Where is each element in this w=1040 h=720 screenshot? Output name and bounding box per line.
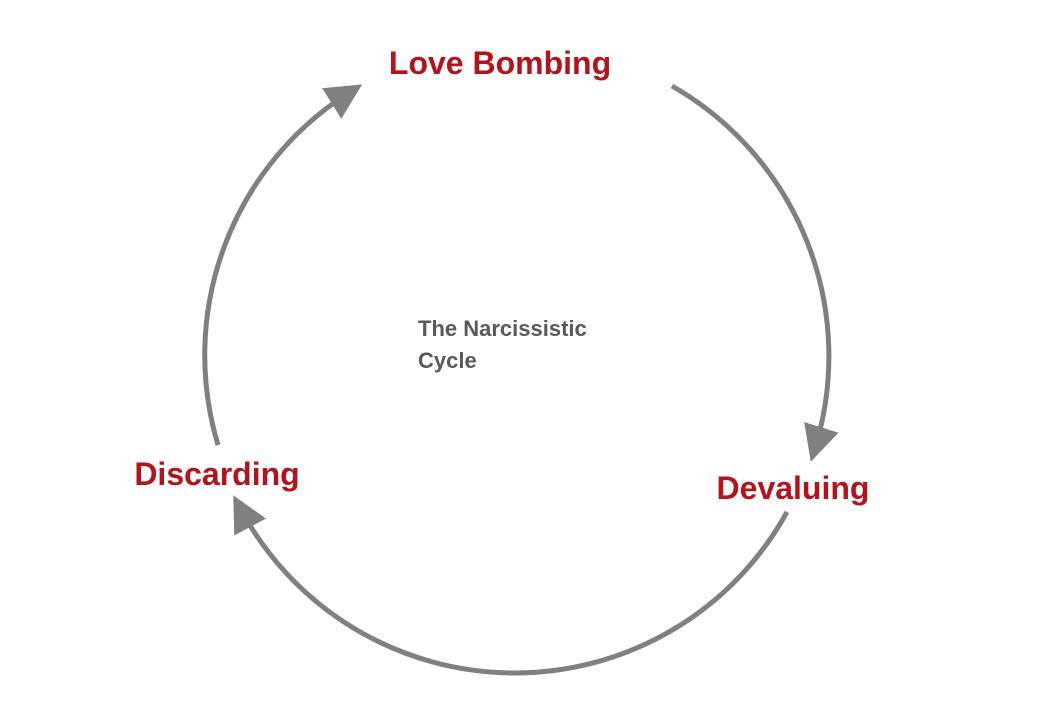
stage-label-devaluing: Devaluing <box>717 470 870 506</box>
arrow-discarding-to-love-bombing <box>202 84 363 446</box>
center-title-line-1: The Narcissistic <box>418 316 587 341</box>
stage-label-discarding: Discarding <box>134 456 299 492</box>
stage-label-love-bombing: Love Bombing <box>389 45 611 81</box>
center-title-line-2: Cycle <box>418 348 477 373</box>
arrow-love-bombing-to-devaluing <box>670 83 839 462</box>
arrow-devaluing-to-discarding <box>233 495 790 676</box>
